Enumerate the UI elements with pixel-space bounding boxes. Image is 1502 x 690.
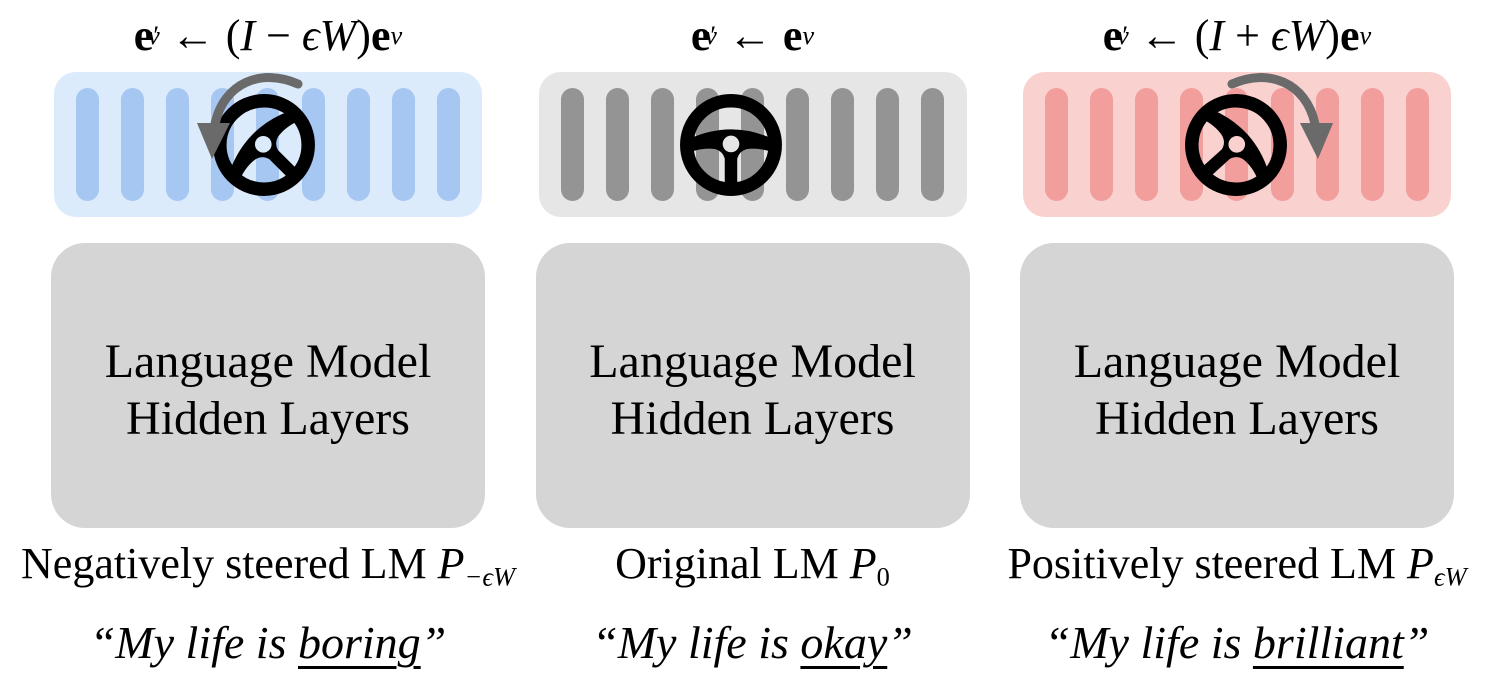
sample-output-original: “My life is okay” [592, 616, 913, 669]
embedding-strip-original [538, 72, 967, 217]
text-token: v [1359, 19, 1372, 50]
lm-box-line2: Hidden Layers [1095, 391, 1379, 445]
embedding-bar [1360, 88, 1384, 201]
embedding-bar [1315, 88, 1339, 201]
text-token: v [802, 19, 815, 50]
text-token: v [705, 19, 717, 50]
text-token: I [1209, 10, 1225, 60]
text-token: Positively steered LM [1007, 539, 1408, 588]
text-token: Negatively steered LM [21, 539, 438, 588]
text-token: P [849, 539, 877, 588]
text-token: ′ [1122, 19, 1129, 50]
lm-box-line1: Language Model [589, 334, 916, 388]
text-token: boring [297, 617, 421, 669]
embedding-bar [831, 88, 855, 201]
embedding-strip-negative [54, 72, 482, 217]
lm-box-line1: Language Model [104, 334, 432, 388]
embedding-bar [560, 88, 584, 201]
embedding-bar [1090, 88, 1114, 201]
model-label-original: Original LM P0 [615, 538, 890, 592]
text-token: + [1224, 10, 1271, 60]
embedding-bar [1135, 88, 1159, 201]
text-token: − [255, 10, 302, 60]
text-token: 0 [876, 561, 890, 592]
embedding-bar [605, 88, 629, 201]
text-token: ) [1325, 10, 1340, 60]
sample-output-negative: “My life is boring” [90, 616, 447, 669]
rotate-clockwise-arrow-icon [1227, 73, 1333, 159]
text-token: “My life is [592, 617, 801, 669]
embedding-bar [650, 88, 674, 201]
language-model-box: Language Model Hidden Layers [1020, 243, 1454, 528]
text-token: ” [420, 617, 447, 669]
lm-box-line1: Language Model [1073, 334, 1401, 388]
lm-box-line2: Hidden Layers [610, 391, 895, 445]
text-token: e [133, 10, 154, 60]
embedding-bar [921, 88, 945, 201]
model-label-negative: Negatively steered LM P−ϵW [21, 538, 515, 592]
text-token: ϵW [301, 10, 357, 60]
language-model-box: Language Model Hidden Layers [51, 243, 485, 528]
text-token: e [690, 10, 711, 60]
rotate-counterclockwise-arrow-icon [197, 73, 303, 159]
text-token: v [390, 19, 403, 50]
text-token: I [240, 10, 256, 60]
text-token: ” [887, 617, 913, 669]
embedding-bar [876, 88, 900, 201]
text-token: v [1117, 19, 1129, 50]
embedding-strip-positive [1023, 72, 1451, 217]
text-token: ” [1403, 617, 1430, 669]
embedding-bar [76, 88, 100, 201]
embedding-bar [1405, 88, 1429, 201]
text-token: okay [800, 617, 888, 669]
embedding-bar [1045, 88, 1069, 201]
text-token: ϵW [1270, 10, 1326, 60]
text-token: brilliant [1252, 617, 1404, 669]
language-model-box: Language Model Hidden Layers [535, 243, 970, 528]
text-token: ′ [710, 19, 717, 50]
text-token: “My life is [1044, 617, 1253, 669]
lm-box-line2: Hidden Layers [126, 391, 410, 445]
steering-wheel-icon [1185, 93, 1287, 196]
text-token: ← ( [159, 10, 241, 60]
text-token: P [1407, 539, 1434, 588]
text-token: v [148, 19, 160, 50]
embedding-bar [391, 88, 415, 201]
model-label-positive: Positively steered LM PϵW [1007, 538, 1466, 592]
steering-wheel-icon [679, 93, 782, 196]
text-token: ′ [153, 19, 160, 50]
sample-output-positive: “My life is brilliant” [1045, 616, 1430, 669]
text-token: e [782, 10, 803, 60]
text-token: ← [716, 10, 783, 60]
text-token: ϵW [1433, 561, 1467, 592]
text-token: e [1102, 10, 1123, 60]
text-token: ← ( [1128, 10, 1210, 60]
embedding-bar [346, 88, 370, 201]
text-token: −ϵW [464, 561, 515, 592]
steering-wheel-icon [213, 93, 315, 196]
text-token: P [437, 539, 465, 588]
text-token: ) [356, 10, 371, 60]
text-token: “My life is [89, 617, 298, 669]
text-token: e [370, 10, 391, 60]
embedding-bar [786, 88, 810, 201]
embedding-bar [166, 88, 190, 201]
text-token: e [1339, 10, 1360, 60]
embedding-bar [121, 88, 145, 201]
text-token: Original LM [615, 539, 850, 588]
embedding-bar [436, 88, 460, 201]
